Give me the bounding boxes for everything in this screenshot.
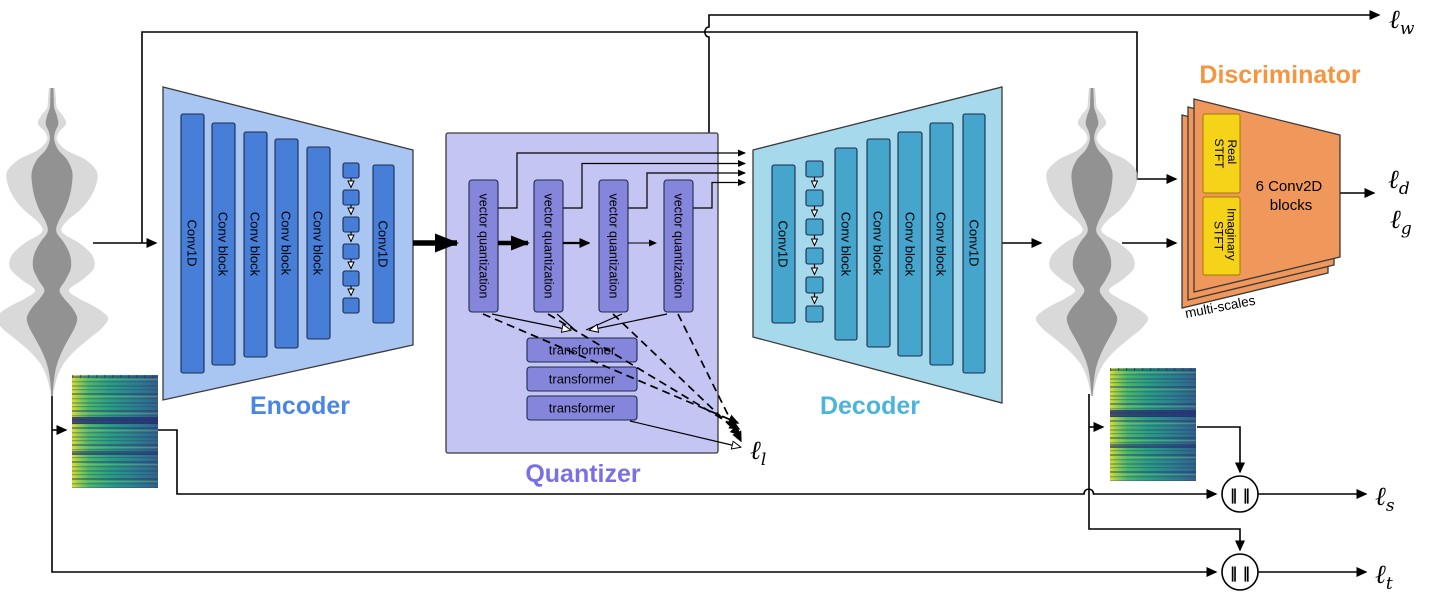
svg-text:vector quantization: vector quantization: [542, 194, 556, 299]
svg-text:vector quantization: vector quantization: [477, 194, 491, 299]
svg-text:Conv block: Conv block: [871, 211, 886, 276]
svg-text:Real STFT: Real STFT: [1212, 139, 1239, 170]
vq-block-1: vector quantization: [468, 179, 499, 313]
wire-to-loss-w: [704, 10, 1381, 133]
encoder-layer-conv1d-in: Conv1D: [180, 113, 205, 374]
wire-vq4-to-decoder: [693, 179, 746, 209]
vq-block-4: vector quantization: [663, 179, 694, 313]
quantizer-label: Quantizer: [525, 460, 641, 488]
svg-text:Conv block: Conv block: [903, 212, 918, 277]
encoder-layer-convblock-1: Conv block: [211, 122, 236, 366]
wire-output-to-loss-t: [1088, 394, 1245, 552]
svg-text:Conv1D: Conv1D: [967, 220, 982, 267]
decoder-layer-conv1d-in: Conv1D: [771, 164, 796, 324]
discriminator-label: Discriminator: [1199, 61, 1360, 89]
svg-text:‖ ‖: ‖ ‖: [1230, 564, 1250, 583]
encoder-layer-conv1d-out: Conv1D: [372, 164, 395, 324]
quantizer-box: [445, 132, 719, 454]
output-spectrogram: [1110, 368, 1196, 481]
wire-vq3-to-decoder: [628, 169, 746, 209]
transformer-2: transformer: [526, 366, 638, 392]
decoder-layer-convblock-2: Conv block: [866, 138, 891, 348]
decoder-block: Conv1D Conv block Conv block Conv block: [752, 86, 1003, 420]
svg-text:Conv1D: Conv1D: [376, 221, 391, 268]
svg-text:vector quantization: vector quantization: [672, 194, 686, 299]
input-waveform: [0, 88, 109, 396]
wire-vq3-loss-l: [612, 313, 742, 437]
loss-d-label: ℓd: [1388, 165, 1410, 199]
encoder-label: Encoder: [250, 392, 350, 420]
vq-block-2: vector quantization: [533, 179, 564, 313]
wire-spec-out-to-loss-s: [1197, 426, 1245, 474]
decoder-layer-conv1d-out: Conv1D: [962, 113, 986, 374]
svg-text:Conv block: Conv block: [934, 212, 949, 277]
transformer-1: transformer: [526, 337, 638, 363]
decoder-layer-convblock-3: Conv block: [897, 131, 923, 357]
decoder-label: Decoder: [820, 392, 920, 420]
wire-vq4-transformer: [590, 313, 668, 330]
discriminator-block: Real STFT Imaginary STFT 6 Conv2D blocks…: [1181, 61, 1361, 321]
transformer-3: transformer: [526, 395, 638, 421]
encoder-residual-stack: [342, 162, 360, 314]
decoder-residual-stack: [805, 160, 824, 323]
wire-vq1-transformer: [491, 313, 570, 330]
svg-text:Imaginary STFT: Imaginary STFT: [1212, 208, 1239, 264]
svg-text:Conv1D: Conv1D: [776, 221, 791, 268]
stft-real-box: Real STFT: [1202, 113, 1241, 194]
svg-text:vector quantization: vector quantization: [607, 194, 621, 299]
svg-text:Conv block: Conv block: [216, 212, 231, 277]
loss-t-label: ℓt: [1375, 560, 1393, 594]
decoder-layer-convblock-1: Conv block: [834, 147, 858, 341]
wire-vq2-to-decoder: [563, 160, 746, 209]
wire-spec-in-to-loss-s: [157, 429, 1218, 499]
encoder-block: Conv1D Conv block Conv block Conv block …: [162, 86, 414, 420]
output-waveform-core: [1066, 88, 1118, 396]
loss-s-label: ℓs: [1375, 482, 1395, 516]
svg-text:Conv block: Conv block: [248, 212, 263, 277]
encoder-layer-convblock-2: Conv block: [243, 131, 268, 358]
discriminator-body-label: 6 Conv2D blocks: [1256, 178, 1327, 214]
wire-input-to-loss-t: [51, 392, 1218, 577]
svg-text:Conv block: Conv block: [839, 212, 854, 277]
loss-g-label: ℓg: [1390, 205, 1412, 239]
concat-spectral-node: ‖ ‖: [1221, 475, 1259, 513]
encoder-layer-convblock-3: Conv block: [274, 138, 299, 349]
svg-text:Conv block: Conv block: [279, 211, 294, 276]
svg-text:Conv1D: Conv1D: [185, 220, 200, 267]
loss-l-label: ℓl: [750, 436, 766, 470]
wire-vq1-to-decoder: [498, 149, 746, 209]
output-waveform: [1035, 88, 1149, 396]
wire-vq4-loss-l: [677, 313, 742, 443]
vq-block-3: vector quantization: [598, 179, 629, 313]
svg-text:transformer: transformer: [549, 372, 616, 387]
wire-input-to-discriminator: [141, 31, 1178, 243]
loss-w-label: ℓw: [1389, 5, 1415, 39]
wire-vq1-loss-l: [482, 313, 740, 424]
wire-transformer-loss-l: [629, 420, 740, 447]
stft-imaginary-box: Imaginary STFT: [1202, 196, 1241, 276]
input-spectrogram: [72, 375, 158, 488]
decoder-layer-convblock-4: Conv block: [929, 122, 954, 366]
svg-text:transformer: transformer: [549, 343, 616, 358]
input-waveform-core: [26, 88, 78, 396]
wire-vq2-transformer: [556, 313, 576, 331]
encoder-layer-convblock-4: Conv block: [306, 146, 331, 340]
wire-vq2-loss-l: [547, 313, 741, 430]
svg-text:transformer: transformer: [549, 401, 616, 416]
quantizer-block: vector quantization vector quantization …: [445, 132, 746, 488]
svg-text:Conv block: Conv block: [311, 211, 326, 276]
concat-time-node: ‖ ‖: [1221, 553, 1259, 591]
svg-text:‖ ‖: ‖ ‖: [1230, 486, 1250, 505]
